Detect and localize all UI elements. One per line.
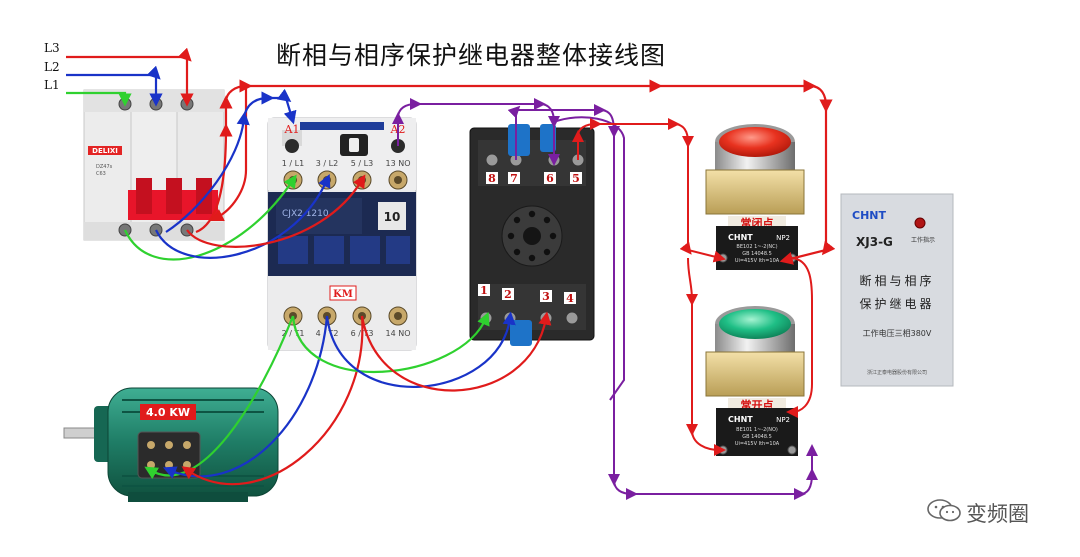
relay-indicator-label: 工作指示	[911, 236, 935, 244]
line-l1-label: L1	[44, 78, 60, 92]
stop-button-spec-3: Ui=415V Ith=10A	[735, 258, 780, 264]
start-button-no: 常开点 CHNT NP2 BE101 1~-2(NO) GB 14048.5 U…	[705, 306, 805, 456]
breaker-model: DZ47s	[96, 164, 113, 170]
start-button-model: NP2	[776, 416, 790, 424]
relay-name-line1: 断相与相序	[859, 273, 934, 288]
motor-power: 4.0 KW	[146, 406, 190, 419]
control-wiring	[391, 97, 818, 501]
relay-base-pin-8: 8	[488, 172, 496, 185]
stop-button-spec-2: GB 14048.5	[742, 251, 772, 257]
start-button-spec-2: GB 14048.5	[742, 434, 772, 440]
stop-button-model: NP2	[776, 234, 790, 242]
start-button-brand: CHNT	[728, 415, 753, 424]
contactor-km-label: KM	[333, 289, 353, 300]
relay-base-pin-2: 2	[504, 288, 512, 301]
relay-brand: CHNT	[852, 209, 886, 222]
contactor-top-2: 3 / L2	[316, 159, 338, 168]
contactor-top-1: 1 / L1	[282, 159, 304, 168]
relay-model: XJ3-G	[856, 235, 893, 249]
relay-base-pin-3: 3	[542, 290, 550, 303]
contactor-aux-number: 10	[384, 210, 401, 224]
coil-a1-label: A1	[284, 123, 300, 136]
page-title: 断相与相序保护继电器整体接线图	[276, 41, 667, 70]
line-l2-label: L2	[44, 60, 60, 74]
watermark: 变频圈	[966, 502, 1029, 526]
contactor-top-3: 5 / L3	[351, 159, 373, 168]
start-button-spec-1: BE101 1~-2(NO)	[736, 427, 778, 433]
circuit-breaker: DELIXI DZ47s C63	[83, 89, 225, 241]
relay-base-pin-6: 6	[546, 172, 554, 185]
relay-maker: 浙江正泰电器股份有限公司	[867, 369, 927, 376]
stop-button-brand: CHNT	[728, 233, 753, 242]
relay-name-line2: 保护继电器	[859, 297, 934, 311]
wechat-icon	[927, 499, 961, 522]
relay-base-pin-5: 5	[572, 172, 580, 185]
stop-button-nc: 常闭点 CHNT NP2 BE102 1~-2(NC) GB 14048.5 U…	[705, 124, 805, 270]
breaker-brand: DELIXI	[92, 147, 118, 155]
phase-sequence-relay: CHNT 工作指示 XJ3-G 断相与相序 保护继电器 工作电压三相380V 浙…	[840, 193, 954, 387]
relay-base-pin-1: 1	[480, 284, 488, 297]
contactor-bottom-4: 14 NO	[385, 329, 410, 338]
stop-button-spec-1: BE102 1~-2(NC)	[736, 244, 777, 250]
breaker-rating: C63	[96, 171, 106, 177]
line-l3-label: L3	[44, 41, 60, 55]
contactor-bottom-2: 4 / T2	[316, 329, 339, 338]
relay-socket-base: 8 7 6 5 1 2 3 4	[469, 124, 595, 346]
relay-voltage: 工作电压三相380V	[863, 328, 932, 338]
contactor-bottom-1: 2 / T1	[282, 329, 305, 338]
contactor-top-4: 13 NO	[385, 159, 410, 168]
contactor-km: A1 A2 1 / L1 3 / L2 5 / L3 13 NO CJX2 12…	[267, 117, 417, 351]
supply-lines: L3 L2 L1	[44, 41, 194, 107]
relay-base-pin-7: 7	[510, 172, 518, 185]
relay-base-pin-4: 4	[566, 292, 574, 305]
motor: 4.0 KW	[63, 387, 279, 502]
start-button-spec-3: Ui=415V Ith=10A	[735, 441, 780, 447]
